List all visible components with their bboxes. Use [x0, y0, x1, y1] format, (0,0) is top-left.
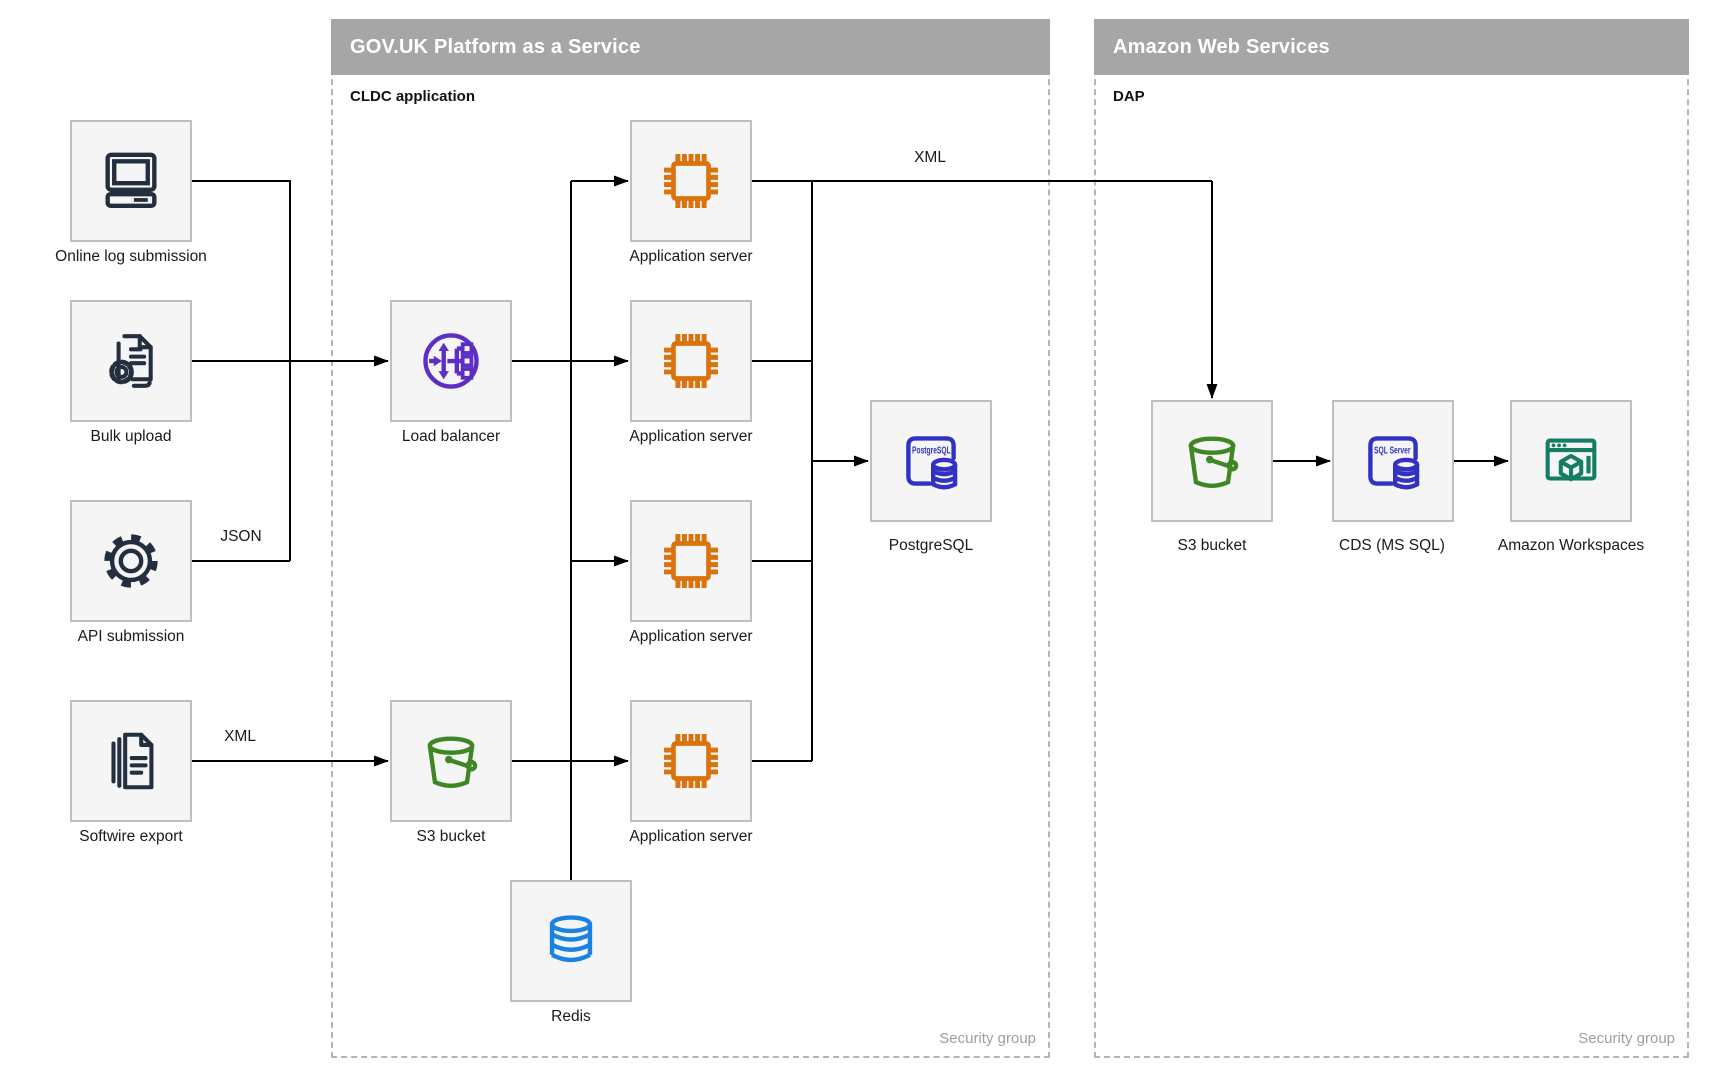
- aws-container: Amazon Web Services: [1094, 19, 1689, 1058]
- computer-icon: [105, 152, 157, 208]
- node-label: API submission: [77, 628, 185, 645]
- chip-icon: [664, 734, 718, 788]
- node-label: Application server: [629, 248, 753, 265]
- node-api-submission: [70, 500, 192, 622]
- aws-header: Amazon Web Services: [1094, 19, 1689, 75]
- chip-icon: [664, 154, 718, 208]
- json-edge-label: JSON: [220, 528, 262, 545]
- cldc-application-label: CLDC application: [350, 88, 476, 105]
- postgresql-database-icon: PostgreSQL: [906, 436, 958, 490]
- node-label: Redis: [551, 1008, 591, 1025]
- node-cds-mssql: SQL Server: [1332, 400, 1454, 522]
- node-label: Application server: [629, 628, 753, 645]
- node-load-balancer: [390, 300, 512, 422]
- node-app-server-3: [630, 500, 752, 622]
- xml-export-edge-label: XML: [224, 728, 256, 745]
- s3-bucket-icon: [1188, 436, 1239, 488]
- chip-icon: [664, 334, 718, 388]
- chip-icon: [664, 534, 718, 588]
- documents-stack-icon: [111, 732, 154, 790]
- sql-server-icon-text: SQL Server: [1374, 446, 1410, 457]
- node-app-server-4: [630, 700, 752, 822]
- aws-security-group-label: Security group: [1578, 1030, 1675, 1047]
- gear-icon: [104, 534, 158, 588]
- node-s3-bucket-aws: [1151, 400, 1273, 522]
- workspaces-icon: [1545, 438, 1597, 482]
- s3-bucket-icon: [427, 736, 478, 788]
- node-label: Application server: [629, 828, 753, 845]
- dap-label: DAP: [1113, 88, 1145, 105]
- govuk-paas-header: GOV.UK Platform as a Service: [331, 19, 1050, 75]
- redis-database-icon: [549, 915, 593, 963]
- node-label: Amazon Workspaces: [1497, 537, 1645, 554]
- sql-server-database-icon: SQL Server: [1368, 436, 1420, 490]
- node-app-server-2: [630, 300, 752, 422]
- govuk-security-group-label: Security group: [939, 1030, 1036, 1047]
- node-label: S3 bucket: [416, 828, 486, 845]
- node-online-log-submission: [70, 120, 192, 242]
- node-label: Application server: [629, 428, 753, 445]
- node-app-server-1: [630, 120, 752, 242]
- node-label: S3 bucket: [1177, 537, 1247, 554]
- xml-feed-edge-label: XML: [914, 149, 946, 166]
- node-label: Softwire export: [79, 828, 183, 845]
- node-label: CDS (MS SQL): [1339, 537, 1445, 554]
- node-softwire-export: [70, 700, 192, 822]
- node-redis: [510, 880, 632, 1002]
- node-s3-bucket-govuk: [390, 700, 512, 822]
- node-label: PostgreSQL: [888, 537, 974, 554]
- node-label: Online log submission: [55, 248, 207, 265]
- node-label: Load balancer: [401, 428, 501, 445]
- node-amazon-workspaces: [1510, 400, 1632, 522]
- node-label: Bulk upload: [90, 428, 172, 445]
- document-gear-icon: [109, 334, 153, 388]
- node-postgresql: PostgreSQL: [870, 400, 992, 522]
- load-balancer-icon: [423, 333, 479, 389]
- govuk-paas-container: GOV.UK Platform as a Service: [331, 19, 1050, 1058]
- node-bulk-upload: [70, 300, 192, 422]
- postgresql-icon-text: PostgreSQL: [912, 446, 951, 457]
